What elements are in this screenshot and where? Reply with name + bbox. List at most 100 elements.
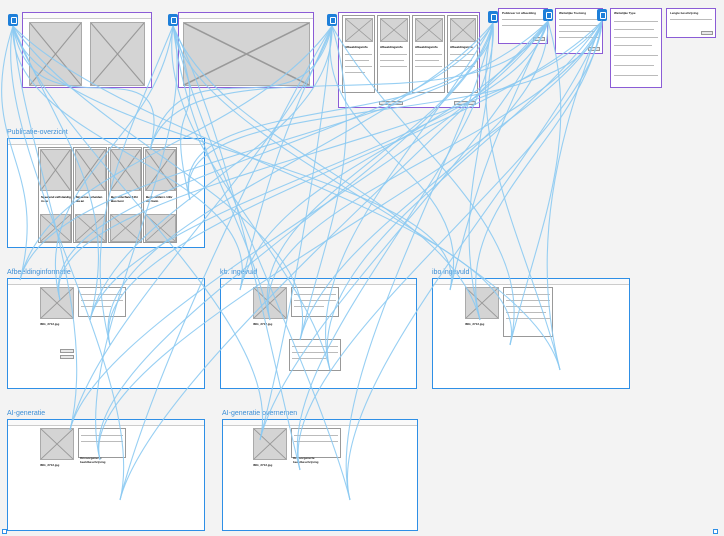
prototype-link-3 <box>12 25 243 291</box>
form-button[interactable] <box>60 349 74 353</box>
prototype-link-22 <box>69 25 333 431</box>
prototype-link-37 <box>485 22 561 371</box>
detail-card-title: Afbeeldingsinfo <box>380 45 403 49</box>
prototype-link-10 <box>54 25 174 301</box>
frame-ibo-ingevuld[interactable]: IMG_2712.jpg <box>432 278 630 389</box>
file-name: IMG_2712.jpg <box>253 322 273 326</box>
prototype-link-5 <box>12 25 263 441</box>
publicatie-card-title: Best zonfarro 14hr the feelo <box>146 195 173 203</box>
dialog-title: Lengte beschrijving <box>670 11 699 15</box>
prototype-link-38 <box>187 22 494 201</box>
prototype-link-15 <box>172 25 301 471</box>
prototype-link-45 <box>259 20 549 441</box>
prototype-link-18 <box>172 25 191 201</box>
prototype-link-39 <box>345 22 494 501</box>
dialog-lengte[interactable]: Lengte beschrijving <box>666 8 716 38</box>
prototype-link-49 <box>119 20 549 501</box>
link-anchor-icon[interactable] <box>8 14 18 26</box>
ai-description: Onvoorgenerte beeldbeschrijving <box>293 456 319 464</box>
prototype-link-20 <box>19 25 333 281</box>
prototype-link-26 <box>329 25 455 291</box>
prototype-link-9 <box>10 25 125 501</box>
prototype-link-57 <box>546 20 603 371</box>
prototype-link-44 <box>299 20 549 341</box>
prototype-link-34 <box>325 22 494 371</box>
prototype-link-19 <box>172 25 351 501</box>
prototype-link-40 <box>19 20 549 281</box>
image-frame-dual[interactable] <box>22 12 152 88</box>
placeholder-image <box>90 22 145 86</box>
link-anchor-icon[interactable] <box>488 11 498 23</box>
file-name: IMG_2712.jpg <box>40 322 60 326</box>
publicatie-card-title: Speelend zelfstandig in de <box>41 195 71 203</box>
prototype-link-29 <box>119 25 333 501</box>
dialog-button[interactable] <box>588 47 600 51</box>
detail-card-title: Afbeeldingsinfo <box>415 45 438 49</box>
prototype-link-56 <box>475 20 603 321</box>
prototype-link-23 <box>239 25 333 291</box>
prototype-link-48 <box>149 20 549 151</box>
prototype-link-33 <box>266 22 494 321</box>
section-title: Afbeeldinginformatie <box>7 269 71 276</box>
frame-ai-generatie[interactable]: IMG_2712.jpg Onvoorgenerte beeldbeschrij… <box>7 419 205 531</box>
image-frame-single[interactable] <box>178 12 314 88</box>
selection-handle[interactable] <box>2 529 7 534</box>
dialog-publiceer[interactable]: Publiceer tot afbeelding <box>498 8 548 44</box>
prototype-link-27 <box>331 25 515 346</box>
dialog-title: Wettelijke Toetsing <box>559 11 587 15</box>
dialog-button[interactable] <box>701 31 713 35</box>
file-name: IMG_2712.jpg <box>465 322 485 326</box>
prototype-link-21 <box>89 25 333 321</box>
prototype-link-7 <box>12 25 513 346</box>
prototype-link-0 <box>1 25 28 281</box>
prototype-link-17 <box>172 25 561 371</box>
publicatie-card[interactable]: Best interface 14hr Bao best <box>108 147 142 243</box>
link-anchor-icon[interactable] <box>543 9 553 21</box>
detail-card[interactable]: Afbeeldingsinfo <box>342 15 375 93</box>
file-name: IMG_2712.jpg <box>40 463 60 467</box>
info-panel[interactable] <box>78 428 126 458</box>
prototype-link-25 <box>259 25 333 441</box>
info-panel[interactable] <box>289 339 341 371</box>
section-title: AI-generatie overnemen <box>222 410 298 417</box>
link-anchor-icon[interactable] <box>327 14 337 26</box>
section-title: Publicatie-overzicht <box>7 129 68 136</box>
prototype-link-43 <box>239 20 549 291</box>
prototype-link-24 <box>299 25 347 341</box>
ai-description: Onvoorgenerte beeldbeschrijving <box>80 456 106 464</box>
link-anchor-icon[interactable] <box>597 9 607 21</box>
prototype-link-16 <box>172 25 481 321</box>
prototype-link-50 <box>58 20 603 301</box>
publicatie-card-title: Best interface 14hr Bao best <box>111 195 139 203</box>
dialog-type[interactable]: Wettelijke Type <box>610 8 662 88</box>
dialog-title: Publiceer tot afbeelding <box>502 11 537 15</box>
form-button[interactable] <box>60 355 74 359</box>
prototype-link-32 <box>97 22 494 461</box>
prototype-link-30 <box>57 22 494 301</box>
prototype-link-13 <box>172 25 271 321</box>
frame-ai-generatie-overnemen[interactable]: IMG_2712.jpg Onvoorgenerte beeldbeschrij… <box>222 419 418 531</box>
prototype-link-36 <box>468 22 494 321</box>
prototype-link-8 <box>12 25 155 151</box>
prototype-link-12 <box>95 25 178 461</box>
prototype-link-28 <box>149 25 333 151</box>
file-name: IMG_2712.jpg <box>253 463 273 467</box>
prototype-link-35 <box>297 22 494 471</box>
prototype-link-2 <box>12 25 78 431</box>
prototype-link-51 <box>107 20 603 346</box>
prototype-link-52 <box>98 20 603 461</box>
prototype-link-54 <box>326 20 603 371</box>
publicatie-card-title: Moderne scheiden Ha an <box>76 195 103 203</box>
link-anchor-icon[interactable] <box>168 14 178 26</box>
prototype-link-55 <box>297 20 603 471</box>
detail-card[interactable]: Afbeeldingsinfo <box>377 15 410 93</box>
prototype-link-53 <box>267 20 603 321</box>
detail-card-title: Afbeeldingsinfo <box>345 45 368 49</box>
section-title: AI-generatie <box>7 410 46 417</box>
selection-handle[interactable] <box>713 529 718 534</box>
prototype-link-58 <box>187 20 603 201</box>
prototype-link-41 <box>89 20 549 321</box>
prototype-link-59 <box>347 20 603 501</box>
